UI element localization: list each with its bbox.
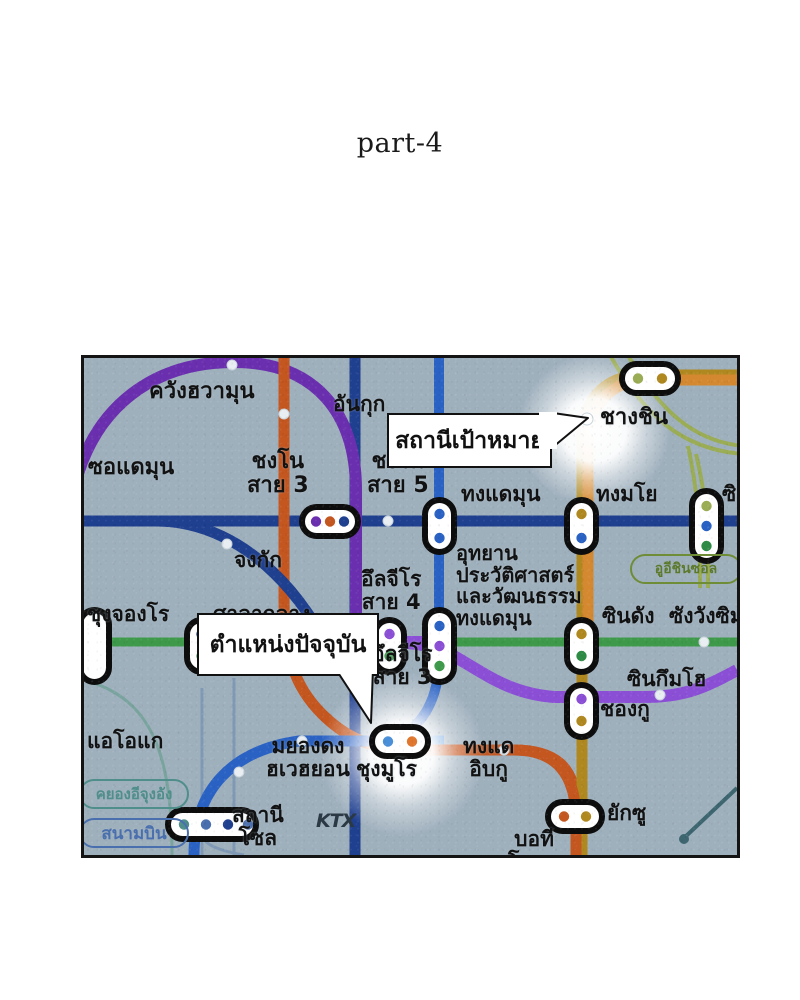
station-label-jungjongno: ชุงจองโร <box>87 602 170 626</box>
station-label-aeogae: แอโอแก <box>87 729 164 753</box>
station-label-sindang: ซินดัง <box>602 604 655 628</box>
station-label-seoul-station: สถานี โซล <box>232 803 284 850</box>
annotation-current-position-tail <box>333 668 375 724</box>
page-title: part-4 <box>356 128 444 159</box>
station-label-yaksu: ยักซู <box>607 801 647 825</box>
route-badge-uijeongbu-line[interactable]: อูอีชินซอล <box>630 554 737 584</box>
station-label-euljiro-line-4: อึลจีโร สาย 4 <box>361 567 422 614</box>
station-label-dongmyo: ทงมโย <box>596 482 658 506</box>
station-label-jongno-line-3: ชงโน สาย 3 <box>247 449 309 498</box>
station-label-gwanghwamun: ควังฮวามุน <box>149 379 255 404</box>
station-label-jonggu: ชองกู <box>600 697 650 721</box>
station-label-chungmuro: ชุงมูโร <box>356 757 417 781</box>
station-label-sinkeumho: ซินกึมโฮ <box>627 667 707 691</box>
station-label-dongdaemun-history-park: อุทยาน ประวัติศาสตร์ และวัฒนธรรม ทงแดมุน <box>456 541 582 630</box>
station-label-seodaemun: ซอแดมุน <box>88 455 175 480</box>
ktx-logo: KTX <box>316 810 356 832</box>
station-label-myeongdong-hoehyeon: มยองดง ฮเวฮยอน <box>266 734 350 781</box>
station-label-dongdaemun-ipgu: ทงแด อิบกู <box>463 734 515 781</box>
annotation-current-position-text: ตำแหน่งปัจจุบัน <box>197 613 379 676</box>
station-label-sin: ซิน <box>722 482 737 506</box>
station-label-anguk: อันกุก <box>333 392 386 416</box>
station-label-jongak: จงกัก <box>234 548 282 572</box>
station-label-euljiro-line-3: อึลจีโร สาย 3 <box>372 642 433 689</box>
annotation-target-station-text: สถานีเป้าหมาย <box>387 413 552 468</box>
station-label-changsin: ชางชิน <box>600 405 668 430</box>
station-label-buksu-dodae: บอที โดแด <box>508 827 560 855</box>
route-badge-gyeongui-jungang[interactable]: คยองอีจุงอัง <box>84 779 189 809</box>
station-label-dongdaemun: ทงแดมุน <box>461 482 541 506</box>
route-badge-airport-line[interactable]: สนามบิน <box>84 818 189 848</box>
annotation-target-station-tail <box>539 412 589 449</box>
station-label-sangwangsimni: ซังวังซิมนี <box>669 604 737 628</box>
subway-map[interactable]: ควังฮวามุน ซอแดมุน ชงโน สาย 3 ชงโน สาย 5… <box>81 355 740 858</box>
